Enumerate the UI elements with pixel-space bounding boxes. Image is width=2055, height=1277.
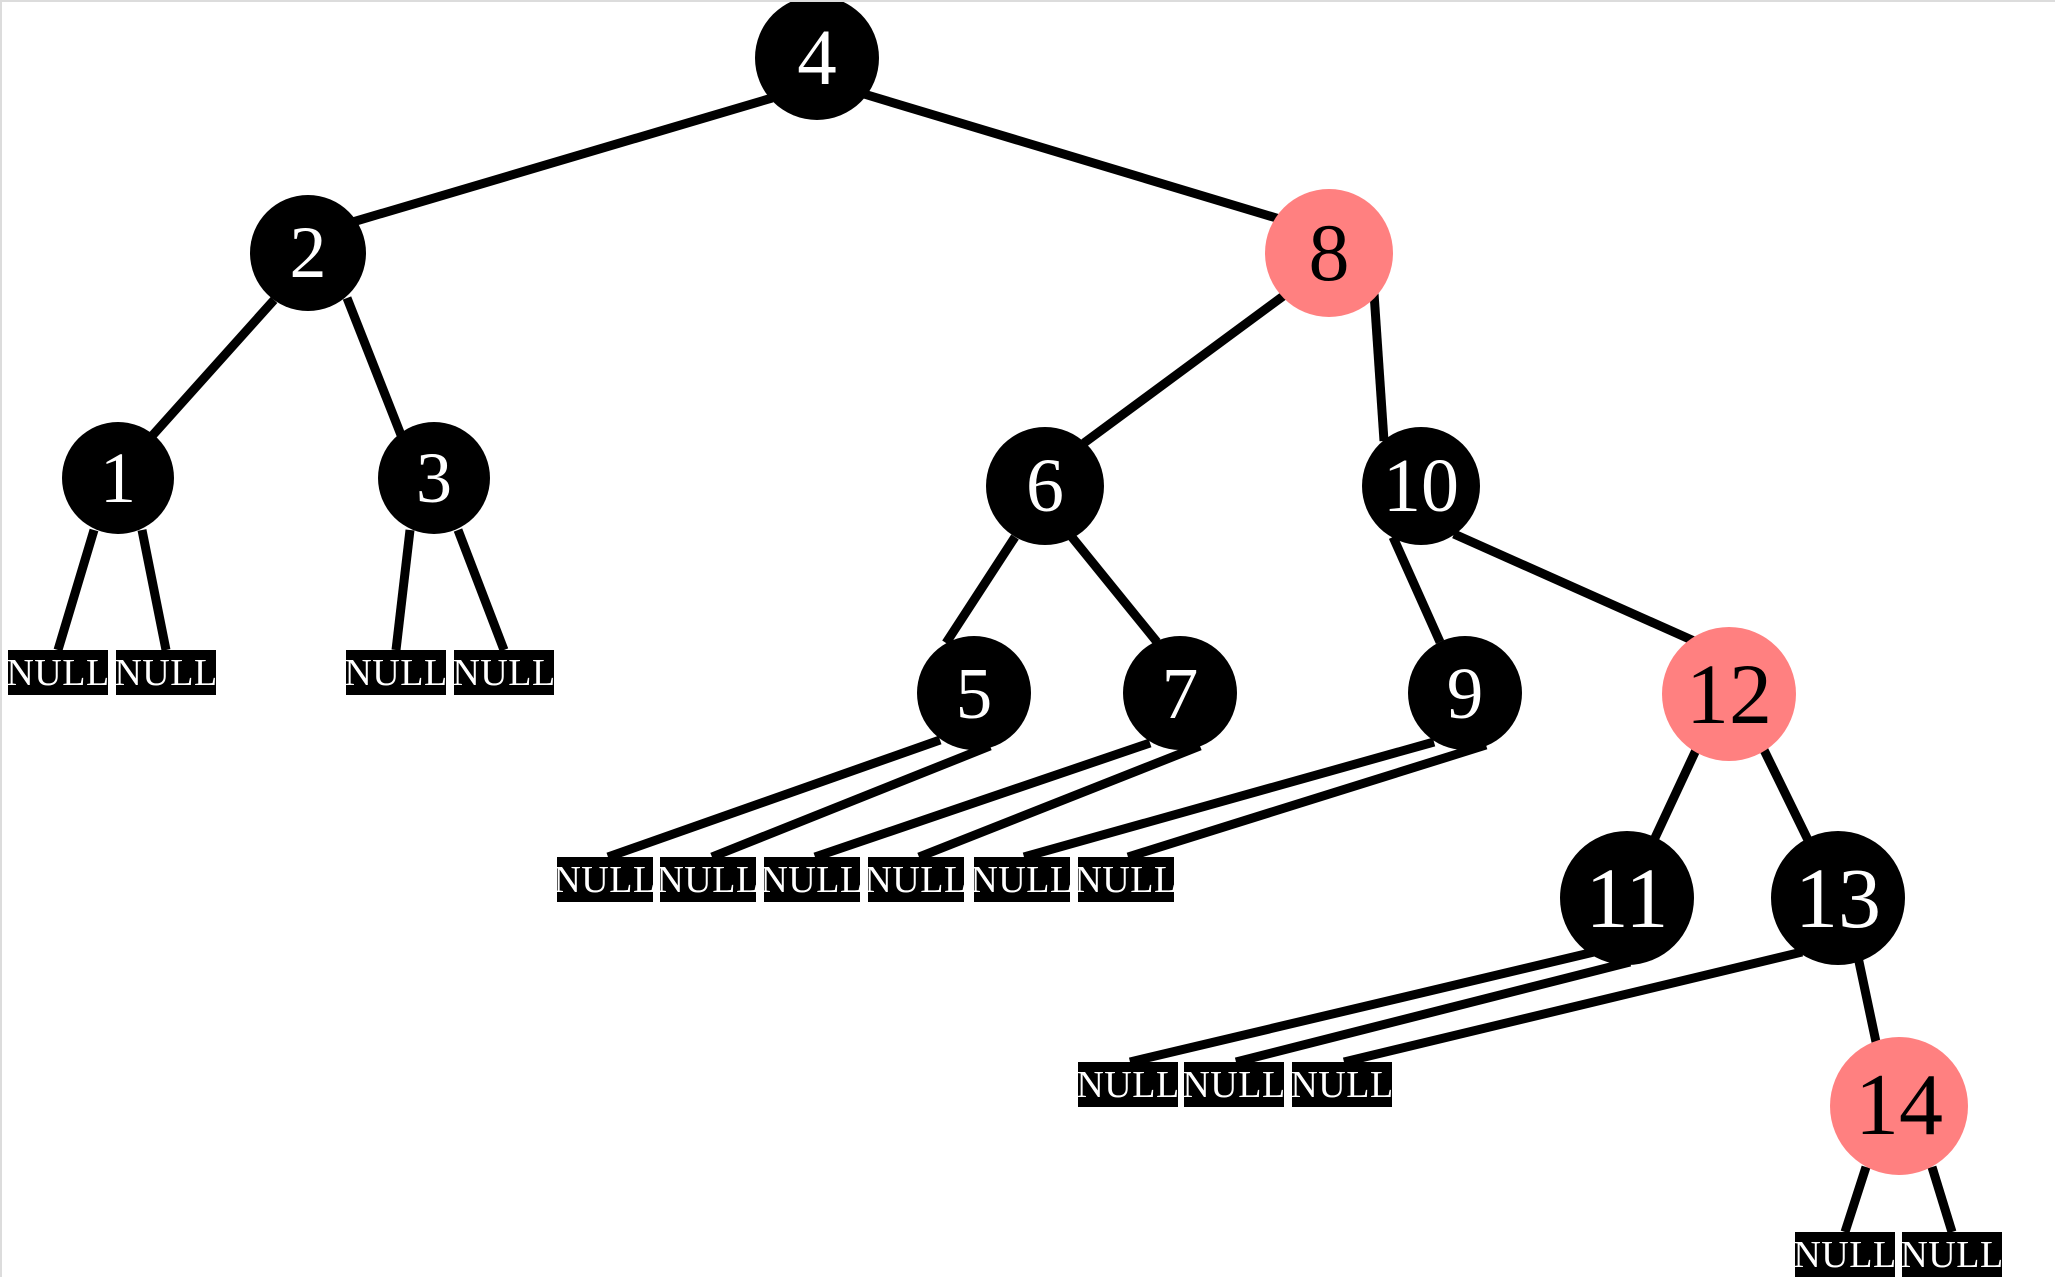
tree-edge-n14-nil14 [1840, 1165, 1871, 1234]
tree-nil-leaf: NULL [1290, 1062, 1394, 1107]
tree-node-label: 14 [1855, 1057, 1943, 1154]
tree-edge-n10-n9 [1388, 535, 1445, 644]
tree-edge-n13-n14 [1853, 956, 1881, 1043]
tree-nil-leaf: NULL [1182, 1062, 1286, 1107]
tree-edge-n8-n6 [1081, 290, 1289, 447]
tree-nil-leaf: NULL [864, 857, 967, 902]
tree-nil-label: NULL [114, 651, 218, 694]
tree-nil-label: NULL [864, 858, 968, 901]
tree-node-label: 12 [1686, 646, 1772, 742]
tree-nil-label: NULL [344, 651, 448, 694]
tree-node-3[interactable]: 3 [378, 422, 490, 534]
tree-node-label: 3 [416, 438, 452, 518]
tree-node-label: 5 [955, 652, 993, 734]
tree-node-label: 2 [289, 212, 327, 294]
tree-node-10[interactable]: 10 [1362, 427, 1480, 545]
tree-node-4[interactable]: 4 [755, 2, 879, 120]
tree-node-1[interactable]: 1 [62, 422, 174, 534]
tree-node-11[interactable]: 11 [1560, 831, 1694, 965]
tree-nil-leaf: NULL [6, 650, 110, 695]
tree-node-13[interactable]: 13 [1771, 831, 1905, 965]
tree-edge-n4-n2 [344, 93, 774, 229]
tree-edge-n5-nil6 [710, 741, 992, 862]
tree-edge-n5-nil5 [606, 735, 942, 862]
tree-nil-leaf: NULL [656, 857, 759, 902]
tree-nil-leaf: NULL [1076, 1062, 1180, 1107]
tree-edge-n9-nil10 [1126, 740, 1488, 862]
tree-node-label: 8 [1308, 207, 1350, 298]
tree-edge-n2-n1 [148, 296, 278, 440]
tree-nil-leaf: NULL [760, 857, 863, 902]
tree-edge-n14-nil15 [1927, 1165, 1957, 1234]
tree-edge-n6-n7 [1067, 533, 1161, 645]
tree-nil-label: NULL [1076, 1063, 1180, 1106]
tree-edge-n4-n8 [862, 89, 1285, 225]
tree-edge-n13-nil13 [1342, 947, 1804, 1067]
tree-node-9[interactable]: 9 [1408, 636, 1522, 750]
tree-node-label: 4 [797, 14, 837, 102]
tree-nil-label: NULL [760, 858, 864, 901]
tree-nil-leaf: NULL [452, 650, 556, 695]
tree-node-6[interactable]: 6 [986, 427, 1104, 545]
tree-edge-n7-nil8 [917, 741, 1202, 862]
tree-edge-n10-n12 [1452, 529, 1696, 646]
tree-edge-n11-nil12 [1234, 957, 1632, 1067]
tree-nil-label: NULL [452, 651, 556, 694]
tree-edge-n8-n10 [1369, 292, 1389, 442]
tree-node-label: 1 [100, 438, 136, 518]
tree-node-7[interactable]: 7 [1123, 636, 1237, 750]
tree-node-14[interactable]: 14 [1830, 1037, 1968, 1175]
tree-node-8[interactable]: 8 [1265, 189, 1393, 317]
tree-node-label: 13 [1795, 850, 1881, 946]
tree-edge-n2-n3 [342, 296, 406, 437]
tree-nil-label: NULL [553, 858, 657, 901]
tree-nil-label: NULL [1074, 858, 1178, 901]
tree-node-label: 10 [1383, 444, 1459, 528]
tree-nil-label: NULL [6, 651, 110, 694]
tree-nil-label: NULL [1793, 1233, 1897, 1276]
tree-nil-label: NULL [1182, 1063, 1286, 1106]
tree-nil-label: NULL [970, 858, 1074, 901]
tree-nil-leaf: NULL [970, 857, 1073, 902]
tree-nil-label: NULL [1900, 1233, 2004, 1276]
tree-nil-leaf: NULL [1793, 1232, 1897, 1277]
tree-nil-label: NULL [656, 858, 760, 901]
tree-edge-n3-nil4 [453, 528, 509, 652]
tree-edge-n9-nil9 [1022, 737, 1436, 862]
tree-nil-leaf: NULL [1900, 1232, 2004, 1277]
tree-edge-n12-n11 [1649, 748, 1701, 842]
tree-node-label: 6 [1026, 444, 1064, 528]
tree-node-label: 7 [1161, 652, 1199, 734]
tree-node-5[interactable]: 5 [917, 636, 1031, 750]
tree-edge-n6-n5 [942, 534, 1019, 646]
tree-edge-n1-nil2 [137, 529, 171, 651]
tree-nil-leaf: NULL [344, 650, 448, 695]
tree-node-12[interactable]: 12 [1662, 627, 1796, 761]
tree-nil-leaf: NULL [1074, 857, 1177, 902]
tree-node-2[interactable]: 2 [250, 195, 366, 311]
tree-edge-n3-nil3 [391, 529, 415, 651]
tree-nil-leaf: NULL [553, 857, 656, 902]
tree-nil-leaf: NULL [114, 650, 218, 695]
tree-node-label: 11 [1585, 850, 1669, 946]
tree-nil-label: NULL [1290, 1063, 1394, 1106]
tree-edge-n12-n13 [1759, 748, 1813, 842]
tree-node-label: 9 [1446, 652, 1484, 734]
tree-edge-n7-nil7 [813, 738, 1152, 862]
tree-edge-n1-nil1 [53, 528, 99, 652]
tree-edge-n11-nil11 [1128, 947, 1596, 1067]
